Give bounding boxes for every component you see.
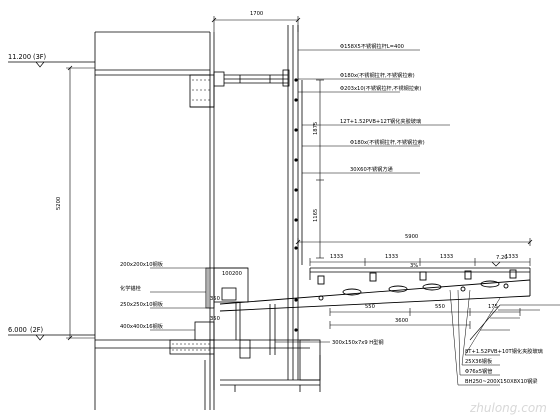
building-structure bbox=[94, 25, 321, 410]
dim-seg-4: 1333 bbox=[505, 254, 518, 260]
callout-right-3: Φ76x5钢管 bbox=[465, 367, 492, 375]
callout-5: Φ180x(不锈钢拉杆,不锈钢拉索) bbox=[350, 138, 425, 146]
dim-bay-3: 175 bbox=[488, 304, 498, 310]
callout-6: 30X60不锈钢方通 bbox=[350, 165, 394, 173]
level-upper-floor: (3F) bbox=[33, 53, 46, 61]
dim-vertical-1: 1875 bbox=[313, 122, 319, 135]
text-labels: 1700 5200 1875 1165 5900 1333 1333 1333 … bbox=[8, 11, 547, 415]
dim-left-height: 5200 bbox=[56, 197, 62, 210]
dimension-lines bbox=[66, 16, 531, 339]
dim-bay-1: 550 bbox=[365, 304, 375, 310]
callout-right-4: BH250~200X150X8X10钢梁 bbox=[465, 377, 537, 385]
level-lower-floor: (2F) bbox=[30, 326, 43, 334]
callout-2: Φ180x(不锈钢拉杆,不锈钢拉索) bbox=[340, 71, 415, 79]
level-markers bbox=[8, 61, 501, 341]
dim-canopy-span: 5900 bbox=[405, 234, 418, 240]
callout-left-2: 化学锚栓 bbox=[120, 284, 142, 292]
level-lower-elevation: 6.000 bbox=[8, 326, 27, 334]
dim-vertical-2: 1165 bbox=[313, 209, 319, 222]
dim-pad-d: 350 bbox=[210, 316, 220, 322]
dim-bay-2: 550 bbox=[435, 304, 445, 310]
dim-pad-c: 350 bbox=[210, 296, 220, 302]
callout-beam: 300x150x7x9 H型钢 bbox=[332, 338, 384, 346]
upper-connection bbox=[213, 69, 290, 87]
canopy-beam bbox=[219, 269, 531, 312]
dim-top-width: 1700 bbox=[250, 11, 263, 17]
callout-3: Φ203x10(不锈钢拉杆,不锈钢拉索) bbox=[340, 84, 421, 92]
dim-pad-a: 100 bbox=[222, 271, 232, 277]
elevation-tag: 7.20 bbox=[496, 255, 508, 261]
dim-seg-3: 1333 bbox=[440, 254, 453, 260]
slab-hatch bbox=[172, 79, 212, 351]
callout-left-4: 400x400x16钢板 bbox=[120, 322, 164, 330]
callout-4: 12T+1.52PVB+12T钢化夹胶玻璃 bbox=[340, 117, 421, 125]
dimension-ticks bbox=[67, 17, 533, 341]
callout-right-2: 25X36钢板 bbox=[465, 357, 493, 365]
ground-slope bbox=[469, 304, 560, 341]
dim-seg-1: 1333 bbox=[330, 254, 343, 260]
callout-right-1: 8T+1.52PVB+10T钢化夹胶玻璃 bbox=[465, 347, 543, 355]
level-upper-elevation: 11.200 bbox=[8, 53, 31, 61]
watermark: zhulong.com bbox=[469, 401, 547, 415]
slope-label: 3% bbox=[410, 263, 418, 269]
dim-seg-2: 1333 bbox=[385, 254, 398, 260]
dim-pad-b: 200 bbox=[232, 271, 242, 277]
callout-left-1: 200x200x10钢板 bbox=[120, 260, 164, 268]
callout-left-3: 250x250x10钢板 bbox=[120, 300, 164, 308]
dim-bay-total: 3600 bbox=[395, 318, 408, 324]
callout-1: Φ158X5不锈钢拉杆L=400 bbox=[340, 42, 404, 50]
callout-leaders bbox=[150, 49, 501, 386]
mullion-bolts bbox=[294, 78, 298, 332]
